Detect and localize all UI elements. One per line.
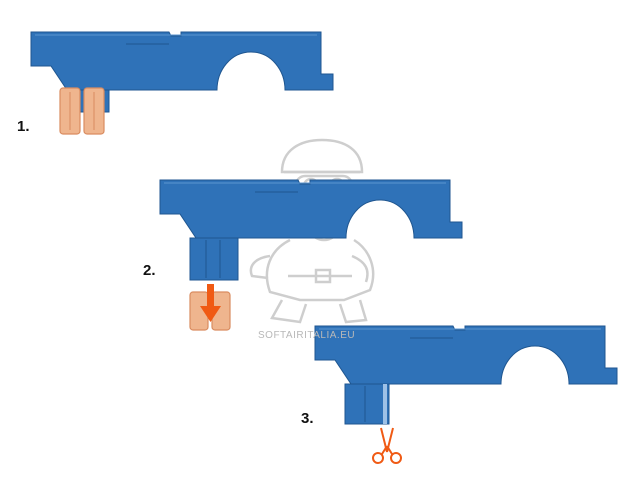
- step-1-label: 1.: [17, 118, 30, 135]
- scissors-icon: [372, 427, 402, 464]
- selector-plate-step3: [314, 325, 618, 425]
- watermark-text: SOFTAIRITALIA.EU: [258, 330, 356, 341]
- selector-plate-step2: [159, 179, 463, 281]
- contact-plates-step1: [59, 87, 105, 135]
- contact-plates-step2: [189, 291, 231, 331]
- arrow-down-icon: [200, 284, 221, 322]
- step-2-label: 2.: [143, 262, 156, 279]
- step-3-label: 3.: [301, 410, 314, 427]
